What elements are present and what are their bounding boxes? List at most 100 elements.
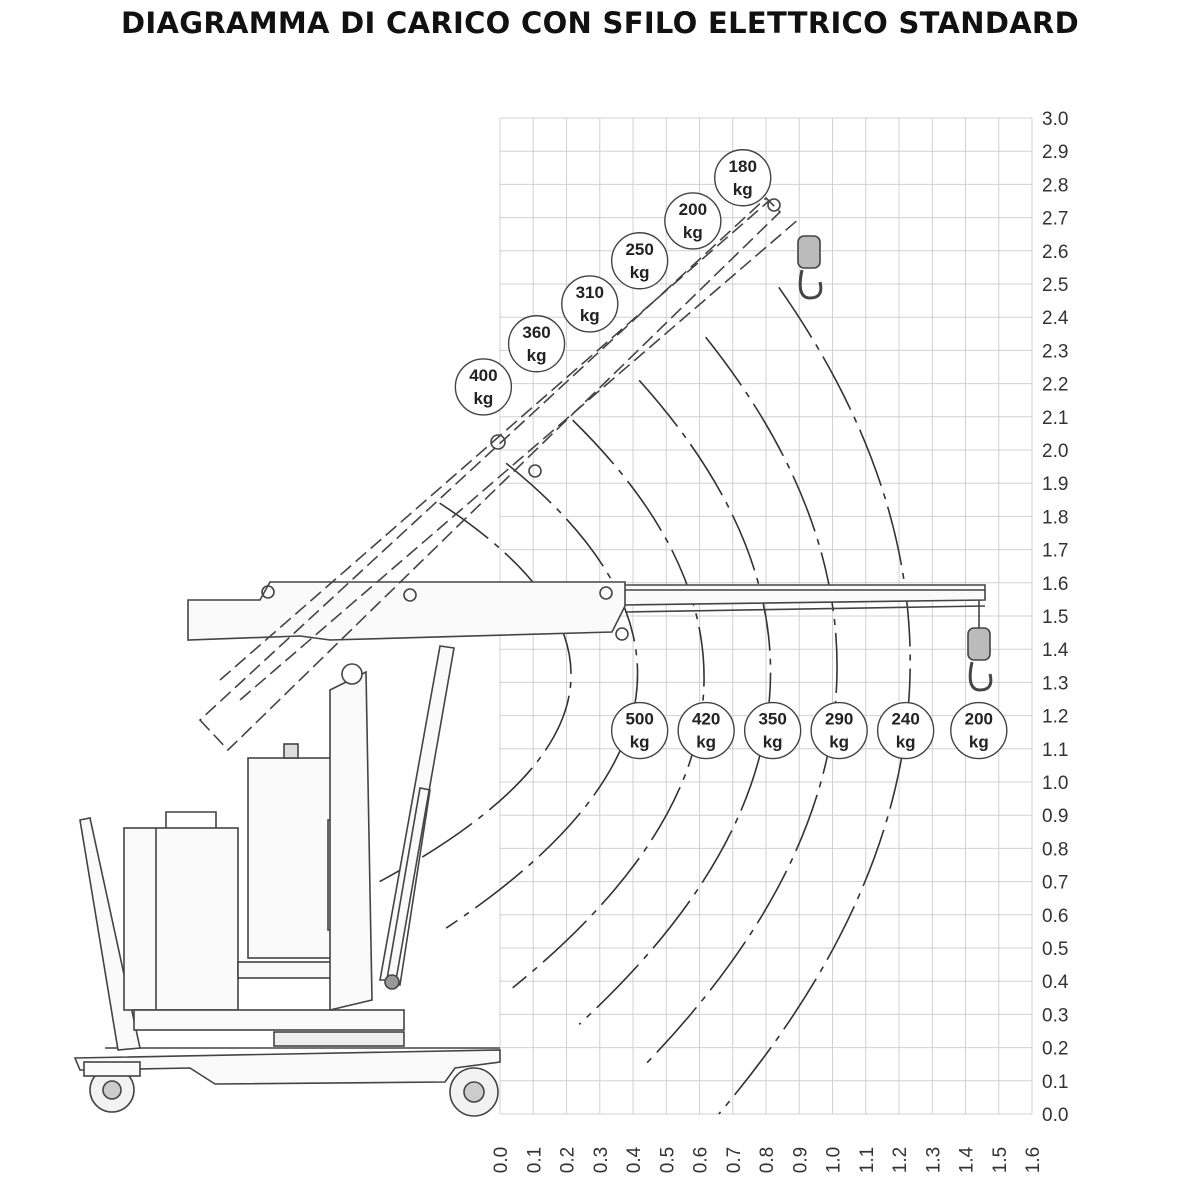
y-tick-label: 2.2 bbox=[1042, 375, 1068, 396]
reach-arc bbox=[512, 419, 705, 989]
x-tick-label: 0.9 bbox=[790, 1147, 811, 1173]
crane-column bbox=[329, 670, 373, 1012]
load-unit: kg bbox=[696, 733, 716, 752]
load-value: 350 bbox=[758, 710, 786, 729]
load-bubble bbox=[950, 701, 1008, 760]
y-tick-label: 2.4 bbox=[1042, 308, 1069, 329]
load-unit: kg bbox=[630, 263, 650, 282]
crane-drawing bbox=[73, 196, 993, 1117]
y-tick-label: 2.6 bbox=[1042, 242, 1068, 263]
x-tick-label: 0.7 bbox=[724, 1147, 745, 1173]
load-value: 290 bbox=[825, 710, 853, 729]
rear-wheel-fork bbox=[83, 1061, 141, 1077]
y-tick-label: 1.7 bbox=[1042, 541, 1068, 562]
load-unit: kg bbox=[896, 733, 916, 752]
load-unit: kg bbox=[733, 180, 753, 199]
y-tick-label: 3.0 bbox=[1042, 109, 1068, 130]
load-label-inclined: 360 kg bbox=[507, 315, 566, 373]
load-bubble bbox=[664, 192, 722, 250]
inclined-hook bbox=[798, 269, 823, 300]
y-tick-label: 2.3 bbox=[1042, 341, 1068, 362]
y-tick-label: 2.8 bbox=[1042, 175, 1068, 196]
x-tick-label: 0.8 bbox=[757, 1147, 778, 1173]
pump-cap bbox=[283, 743, 299, 759]
y-tick-label: 1.3 bbox=[1042, 673, 1068, 694]
load-value: 200 bbox=[965, 710, 993, 729]
y-tick-label: 0.9 bbox=[1042, 806, 1068, 827]
y-tick-label: 1.1 bbox=[1042, 740, 1068, 761]
load-unit: kg bbox=[527, 346, 547, 365]
load-bubble bbox=[677, 701, 735, 760]
rear-wheel-hub bbox=[102, 1080, 122, 1100]
load-bubble bbox=[610, 232, 669, 290]
load-bubble bbox=[454, 358, 513, 416]
lower-frame bbox=[133, 1009, 405, 1031]
y-tick-label: 2.9 bbox=[1042, 142, 1068, 163]
load-value: 180 bbox=[729, 157, 757, 176]
y-tick-label: 2.1 bbox=[1042, 408, 1068, 429]
inclined-pin-2 bbox=[528, 464, 542, 478]
y-tick-label: 0.0 bbox=[1042, 1105, 1068, 1126]
load-value: 360 bbox=[522, 323, 550, 342]
turntable-plate bbox=[273, 1031, 405, 1047]
y-tick-label: 1.4 bbox=[1042, 640, 1069, 661]
hydraulic-cylinder bbox=[379, 645, 455, 981]
y-tick-label: 1.0 bbox=[1042, 773, 1068, 794]
load-value: 240 bbox=[891, 710, 919, 729]
y-tick-label: 0.3 bbox=[1042, 1005, 1068, 1026]
boom-extension-line-2 bbox=[624, 605, 986, 613]
load-bubble bbox=[810, 701, 868, 760]
load-bubble bbox=[507, 315, 566, 373]
load-unit: kg bbox=[630, 733, 650, 752]
grid bbox=[499, 117, 1033, 1115]
column-pivot bbox=[341, 663, 363, 685]
inclined-hook-block bbox=[797, 235, 821, 269]
load-value: 310 bbox=[576, 283, 604, 302]
boom-pin-2 bbox=[599, 586, 613, 600]
x-tick-label: 0.2 bbox=[558, 1147, 579, 1173]
x-tick-label: 0.4 bbox=[624, 1146, 645, 1173]
x-tick-label: 1.4 bbox=[957, 1146, 978, 1173]
y-tick-label: 0.2 bbox=[1042, 1039, 1068, 1060]
x-tick-label: 1.0 bbox=[824, 1147, 845, 1173]
y-tick-label: 1.9 bbox=[1042, 474, 1068, 495]
x-tick-label: 0.1 bbox=[524, 1147, 545, 1173]
inclined-boom-line-2 bbox=[239, 217, 801, 701]
y-tick-label: 1.8 bbox=[1042, 507, 1068, 528]
load-bubble bbox=[561, 275, 619, 333]
horizontal-hook-block bbox=[967, 627, 991, 661]
load-unit: kg bbox=[829, 733, 849, 752]
load-label-inclined: 180 kg bbox=[714, 149, 772, 207]
load-label-horizontal: 290 kg bbox=[810, 701, 868, 760]
y-tick-label: 1.5 bbox=[1042, 607, 1068, 628]
page-title: DIAGRAMMA DI CARICO CON SFILO ELETTRICO … bbox=[121, 6, 1079, 40]
load-unit: kg bbox=[580, 306, 600, 325]
load-value: 400 bbox=[469, 366, 497, 385]
y-tick-label: 0.4 bbox=[1042, 972, 1069, 993]
boom-pin-3 bbox=[615, 627, 629, 641]
y-tick-label: 0.1 bbox=[1042, 1072, 1068, 1093]
load-value: 250 bbox=[625, 240, 653, 259]
reach-arc bbox=[718, 286, 911, 1115]
inclined-pin bbox=[490, 434, 506, 450]
boom-pin-4 bbox=[261, 585, 275, 599]
load-bubble bbox=[610, 701, 669, 760]
x-tick-label: 1.6 bbox=[1023, 1147, 1044, 1173]
x-tick-label: 0.6 bbox=[691, 1147, 712, 1173]
x-tick-label: 0.5 bbox=[657, 1147, 678, 1173]
x-tick-label: 1.3 bbox=[923, 1147, 944, 1173]
load-bubble bbox=[876, 701, 935, 760]
load-value: 420 bbox=[692, 710, 720, 729]
reach-arc bbox=[379, 502, 572, 883]
load-label-horizontal: 420 kg bbox=[677, 701, 735, 760]
load-unit: kg bbox=[473, 389, 493, 408]
y-tick-label: 1.2 bbox=[1042, 707, 1068, 728]
load-bubble bbox=[714, 149, 772, 207]
y-tick-label: 1.6 bbox=[1042, 574, 1068, 595]
load-label-inclined: 400 kg bbox=[454, 358, 513, 416]
